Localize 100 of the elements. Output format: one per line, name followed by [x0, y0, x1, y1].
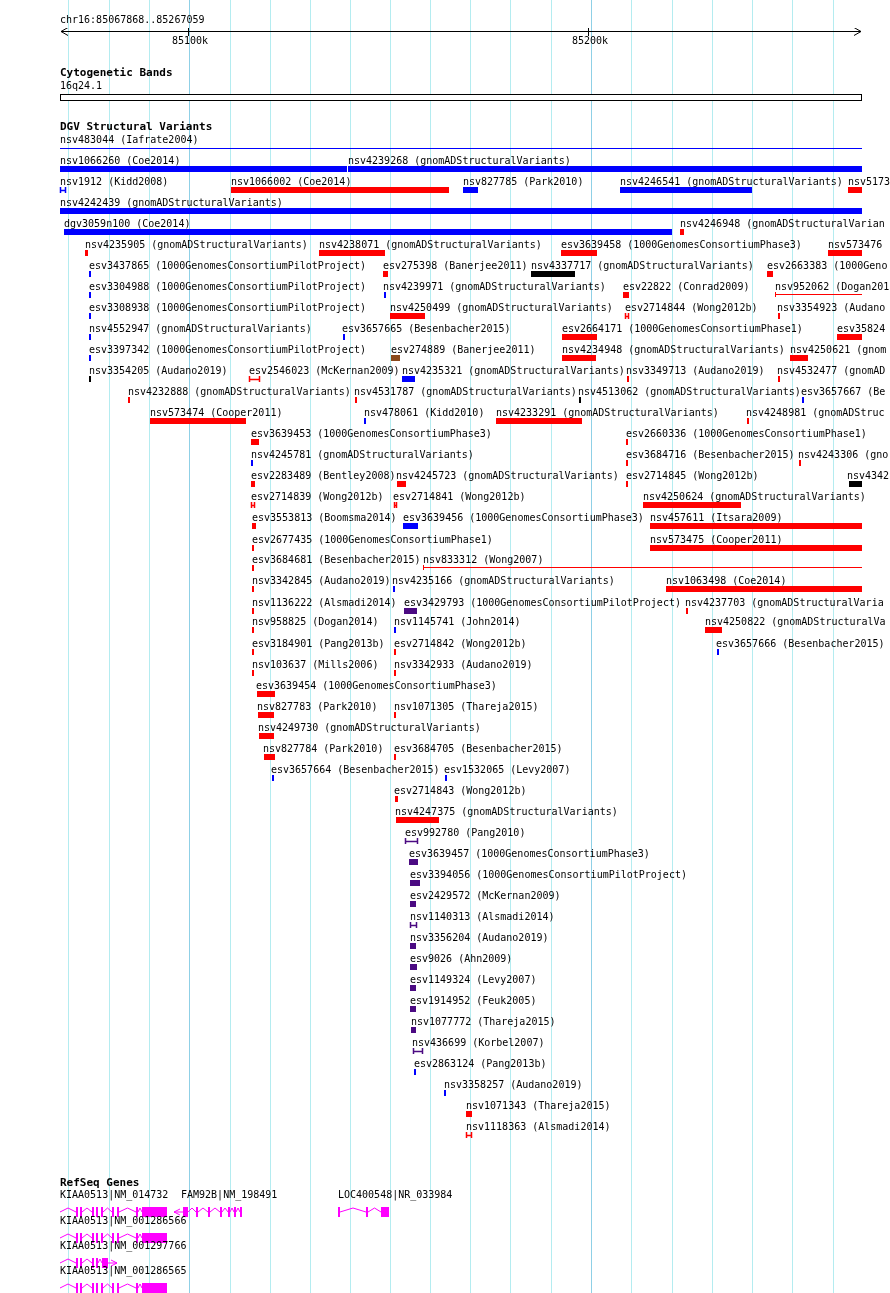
variant-label: nsv4239268 (gnomADStructuralVariants): [348, 155, 571, 167]
variant-label: nsv833312 (Wong2007): [423, 554, 544, 566]
variant-label: nsv4239971 (gnomADStructuralVariants): [383, 281, 606, 293]
variant-label: nsv1136222 (Alsmadi2014): [252, 597, 397, 609]
variant-label: esv3639454 (1000GenomesConsortiumPhase3): [256, 680, 497, 692]
variant-label: nsv3354205 (Audano2019): [89, 365, 228, 377]
gene-label: KIAA0513|NM_001286565: [60, 1265, 187, 1277]
variant-label: nsv4342: [847, 470, 890, 482]
variant-label: esv3437865 (1000GenomesConsortiumPilotProject): [89, 260, 366, 272]
variant-label: esv2663383 (1000Geno: [767, 260, 888, 272]
variant-label: nsv436699 (Korbel2007): [412, 1037, 545, 1049]
variant-label: nsv4250499 (gnomADStructuralVariants): [390, 302, 613, 314]
variant-label: nsv457611 (Itsara2009): [650, 512, 783, 524]
variant-label: esv3308938 (1000GenomesConsortiumPilotProject): [89, 302, 366, 314]
variant-label: esv3684705 (Besenbacher2015): [394, 743, 563, 755]
variant-label: esv2714845 (Wong2012b): [626, 470, 759, 482]
variant-label: esv3684681 (Besenbacher2015): [252, 554, 421, 566]
variant-label: esv3657664 (Besenbacher2015): [271, 764, 440, 776]
variant-label: nsv1066002 (Coe2014): [231, 176, 352, 188]
variant-label: esv2714843 (Wong2012b): [394, 785, 527, 797]
variant-label: nsv4246948 (gnomADStructuralVarian: [680, 218, 885, 230]
gene-label: LOC400548|NR_033984: [338, 1189, 453, 1201]
variant-label: nsv573474 (Cooper2011): [150, 407, 283, 419]
variant-label: nsv4250822 (gnomADStructuralVa: [705, 616, 886, 628]
variant-label: nsv483044 (Iafrate2004): [60, 134, 199, 146]
variant-label: esv3639453 (1000GenomesConsortiumPhase3): [251, 428, 492, 440]
gene-label: FAM92B|NM_198491: [181, 1189, 278, 1201]
variant-label: esv992780 (Pang2010): [405, 827, 526, 839]
variant-label: nsv4247375 (gnomADStructuralVariants): [395, 806, 618, 818]
variant-label: nsv3342933 (Audano2019): [394, 659, 533, 671]
variant-label: nsv1063498 (Coe2014): [666, 575, 787, 587]
variant-label: nsv827783 (Park2010): [257, 701, 378, 713]
variant-label: esv3657667 (Be: [801, 386, 886, 398]
variant-label: nsv1077772 (Thareja2015): [411, 1016, 556, 1028]
variant-label: esv2714844 (Wong2012b): [625, 302, 758, 314]
variant-label: esv1149324 (Levy2007): [410, 974, 537, 986]
variant-label: esv22822 (Conrad2009): [623, 281, 750, 293]
variant-label: nsv3356204 (Audano2019): [410, 932, 549, 944]
variant-label: esv3394056 (1000GenomesConsortiumPilotProject): [410, 869, 687, 881]
variant-label: nsv4513062 (gnomADStructuralVariants): [578, 386, 801, 398]
tick-label: 85100k: [172, 35, 209, 47]
variant-label: nsv4243306 (gno: [798, 449, 889, 461]
coordinate-label: chr16:85067868..85267059: [60, 14, 205, 26]
variant-label: esv3397342 (1000GenomesConsortiumPilotProject): [89, 344, 366, 356]
variant-label: nsv4531787 (gnomADStructuralVariants): [354, 386, 577, 398]
variant-label: nsv4552947 (gnomADStructuralVariants): [89, 323, 312, 335]
variant-label: esv3429793 (1000GenomesConsortiumPilotProject): [404, 597, 681, 609]
variant-label: nsv1071343 (Thareja2015): [466, 1100, 611, 1112]
track-title: Cytogenetic Bands: [60, 67, 173, 79]
variant-label: nsv4249730 (gnomADStructuralVariants): [258, 722, 481, 734]
variant-label: nsv4234948 (gnomADStructuralVariants): [562, 344, 785, 356]
variant-label: nsv4238071 (gnomADStructuralVariants): [319, 239, 542, 251]
variant-label: nsv1145741 (John2014): [394, 616, 521, 628]
variant-label: nsv4235166 (gnomADStructuralVariants): [392, 575, 615, 587]
variant-label: esv3684716 (Besenbacher2015): [626, 449, 795, 461]
variant-label: esv3657666 (Besenbacher2015): [716, 638, 885, 650]
variant-label: esv9026 (Ahn2009): [410, 953, 513, 965]
variant-label: esv2714839 (Wong2012b): [251, 491, 384, 503]
cytoband-label: 16q24.1: [60, 80, 103, 92]
variant-label: nsv478061 (Kidd2010): [364, 407, 485, 419]
track-title: RefSeq Genes: [60, 1177, 140, 1189]
variant-label: esv275398 (Banerjee2011): [383, 260, 528, 272]
variant-label: esv2714842 (Wong2012b): [394, 638, 527, 650]
variant-label: nsv4245781 (gnomADStructuralVariants): [251, 449, 474, 461]
gene-label: KIAA0513|NM_001297766: [60, 1240, 187, 1252]
variant-label: esv3657665 (Besenbacher2015): [342, 323, 511, 335]
variant-label: esv3639456 (1000GenomesConsortiumPhase3): [403, 512, 644, 524]
variant-label: esv2660336 (1000GenomesConsortiumPhase1): [626, 428, 867, 440]
variant-label: nsv827784 (Park2010): [263, 743, 384, 755]
variant-label: esv2429572 (McKernan2009): [410, 890, 561, 902]
track-title: DGV Structural Variants: [60, 121, 213, 133]
variant-label: esv1532065 (Levy2007): [444, 764, 571, 776]
variant-label: esv2714841 (Wong2012b): [393, 491, 526, 503]
variant-label: esv3184901 (Pang2013b): [252, 638, 385, 650]
variant-label: nsv1912 (Kidd2008): [60, 176, 169, 188]
variant-label: esv2677435 (1000GenomesConsortiumPhase1): [252, 534, 493, 546]
variant-label: nsv573475 (Cooper2011): [650, 534, 783, 546]
variant-label: nsv3354923 (Audano: [777, 302, 886, 314]
variant-label: esv3639457 (1000GenomesConsortiumPhase3): [409, 848, 650, 860]
variant-label: esv3304988 (1000GenomesConsortiumPilotProject): [89, 281, 366, 293]
variant-label: nsv1140313 (Alsmadi2014): [410, 911, 555, 923]
variant-label: esv3553813 (Boomsma2014): [252, 512, 397, 524]
gene-label: KIAA0513|NM_001286566: [60, 1215, 187, 1227]
variant-label: nsv3342845 (Audano2019): [252, 575, 391, 587]
variant-label: nsv3358257 (Audano2019): [444, 1079, 583, 1091]
variant-label: nsv1066260 (Coe2014): [60, 155, 181, 167]
variant-label: nsv827785 (Park2010): [463, 176, 584, 188]
variant-label: nsv4245723 (gnomADStructuralVariants): [396, 470, 619, 482]
variant-label: nsv3349713 (Audano2019): [626, 365, 765, 377]
variant-label: nsv4250624 (gnomADStructuralVariants): [643, 491, 866, 503]
variant-label: nsv4235321 (gnomADStructuralVariants): [402, 365, 625, 377]
variant-label: nsv4235905 (gnomADStructuralVariants): [85, 239, 308, 251]
variant-label: esv35824: [837, 323, 886, 335]
variant-label: nsv4233291 (gnomADStructuralVariants): [496, 407, 719, 419]
variant-label: esv2546023 (McKernan2009): [249, 365, 400, 377]
variant-label: esv2863124 (Pang2013b): [414, 1058, 547, 1070]
variant-label: nsv952062 (Dogan201: [775, 281, 890, 293]
variant-label: nsv1118363 (Alsmadi2014): [466, 1121, 611, 1133]
variant-label: esv1914952 (Feuk2005): [410, 995, 537, 1007]
variant-label: esv3639458 (1000GenomesConsortiumPhase3): [561, 239, 802, 251]
